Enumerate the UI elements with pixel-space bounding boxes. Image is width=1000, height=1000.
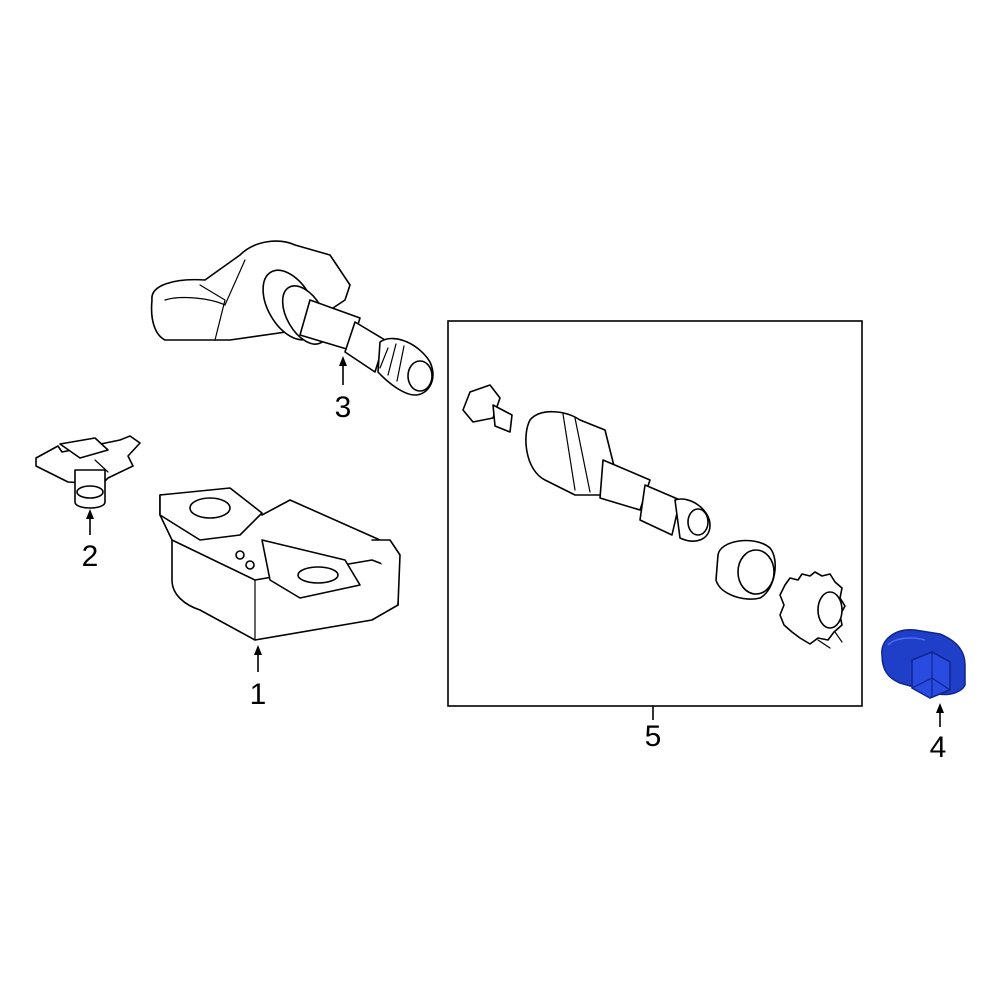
callout-part-3[interactable]: 3 [334,391,352,424]
callout-part-2[interactable]: 2 [81,540,99,573]
callout-part-4[interactable]: 4 [929,731,947,764]
part-1-arrowhead [254,645,262,655]
part-3-tpms-sensor[interactable] [150,240,434,396]
part-2-clip[interactable] [35,435,141,509]
part-5-kit-contents[interactable] [462,384,846,649]
part-4-valve-cap[interactable] [881,629,966,699]
callout-part-5[interactable]: 5 [644,720,662,753]
part-4-arrowhead [936,703,944,713]
callout-part-1[interactable]: 1 [249,678,267,711]
part-2-arrowhead [86,509,94,519]
part-1-module[interactable] [159,487,401,641]
part-3-arrowhead [339,356,347,366]
part-5-kit-box [447,320,863,707]
